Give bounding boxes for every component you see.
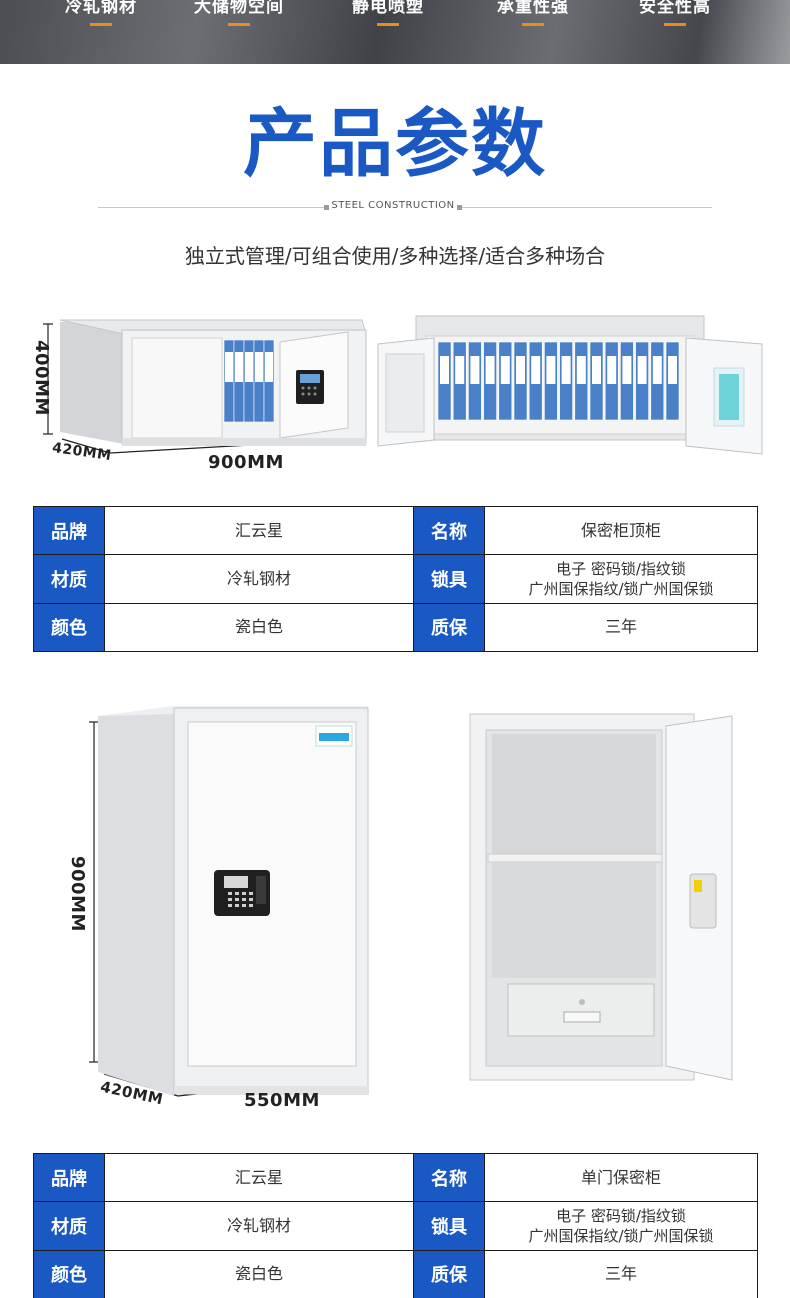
banner-item: 静电喷塑 <box>352 0 424 26</box>
material-value: 冷轧钢材 <box>104 554 414 604</box>
brand-label: 品牌 <box>33 505 105 556</box>
height-dimension: 400MM <box>31 340 52 416</box>
binder-label <box>622 356 632 384</box>
color-label: 颜色 <box>33 602 105 653</box>
lock-line: 广州国保指纹/锁广州国保锁 <box>528 579 714 598</box>
binder-label <box>485 356 495 384</box>
divider <box>98 207 324 208</box>
spec-table-single-door-cabinet: 品牌 汇云星 名称 单门保密柜 材质 冷轧钢材 锁具 电子 密码锁/指纹锁 广州… <box>33 1152 758 1298</box>
material-value: 冷轧钢材 <box>104 1201 414 1251</box>
slogan: 独立式管理/可组合使用/多种选择/适合多种场合 <box>184 244 606 268</box>
banner-item: 承重性强 <box>497 0 569 26</box>
divider-dot <box>324 205 329 210</box>
lock-label: 锁具 <box>413 554 485 604</box>
material-label: 材质 <box>33 554 105 604</box>
name-label: 名称 <box>413 505 485 556</box>
binder-label <box>531 356 541 384</box>
warranty-value: 三年 <box>484 1249 758 1298</box>
binder-label <box>652 356 662 384</box>
binder-label <box>500 356 510 384</box>
banner-item: 大储物空间 <box>194 0 284 26</box>
lock-line: 广州国保指纹/锁广州国保锁 <box>528 1226 714 1245</box>
color-value: 瓷白色 <box>104 1249 414 1298</box>
binder-label <box>470 356 480 384</box>
color-value: 瓷白色 <box>104 602 414 653</box>
name-value: 单门保密柜 <box>484 1152 758 1203</box>
divider <box>462 207 712 208</box>
banner-item: 安全性高 <box>639 0 711 26</box>
width-dimension: 550MM <box>244 1090 320 1111</box>
spec-table-top-cabinet: 品牌 汇云星 名称 保密柜顶柜 材质 冷轧钢材 锁具 电子 密码锁/指纹锁 广州… <box>33 505 758 653</box>
name-label: 名称 <box>413 1152 485 1203</box>
lock-label: 锁具 <box>413 1201 485 1251</box>
binder-label <box>440 356 449 384</box>
table-row: 颜色 瓷白色 质保 三年 <box>33 602 758 653</box>
binder-label <box>668 356 677 384</box>
binder-label <box>607 356 617 384</box>
table-row: 材质 冷轧钢材 锁具 电子 密码锁/指纹锁 广州国保指纹/锁广州国保锁 <box>33 1201 758 1251</box>
binder-label <box>516 356 525 384</box>
divider-dot <box>457 205 462 210</box>
brand-label: 品牌 <box>33 1152 105 1203</box>
binder-label <box>576 356 586 384</box>
single-door-cabinet-open-image <box>469 713 733 1081</box>
warranty-label: 质保 <box>413 602 485 653</box>
height-dimension: 900MM <box>67 856 88 932</box>
material-label: 材质 <box>33 1201 105 1251</box>
table-row: 材质 冷轧钢材 锁具 电子 密码锁/指纹锁 广州国保指纹/锁广州国保锁 <box>33 554 758 604</box>
color-label: 颜色 <box>33 1249 105 1298</box>
banner-item: 冷轧钢材 <box>65 0 137 26</box>
name-value: 保密柜顶柜 <box>484 505 758 556</box>
top-cabinet-closed-image <box>43 319 367 454</box>
section-subtitle: STEEL CONSTRUCTION <box>331 200 455 211</box>
binder-label <box>546 356 556 384</box>
binder-label <box>455 356 465 384</box>
section-title: 产品参数 <box>243 101 547 187</box>
table-row: 颜色 瓷白色 质保 三年 <box>33 1249 758 1298</box>
lock-value: 电子 密码锁/指纹锁 广州国保指纹/锁广州国保锁 <box>484 554 758 604</box>
binder-label <box>592 356 601 384</box>
lock-line: 电子 密码锁/指纹锁 <box>556 1206 686 1225</box>
brand-value: 汇云星 <box>104 505 414 556</box>
binder-label <box>561 356 571 384</box>
brand-value: 汇云星 <box>104 1152 414 1203</box>
table-row: 品牌 汇云星 名称 保密柜顶柜 <box>33 505 758 556</box>
single-door-cabinet-closed-image <box>89 706 369 1097</box>
top-cabinet-open-image <box>377 315 763 455</box>
warranty-value: 三年 <box>484 602 758 653</box>
table-row: 品牌 汇云星 名称 单门保密柜 <box>33 1152 758 1203</box>
binder-label <box>637 356 647 384</box>
lock-line: 电子 密码锁/指纹锁 <box>556 559 686 578</box>
warranty-label: 质保 <box>413 1249 485 1298</box>
lock-value: 电子 密码锁/指纹锁 广州国保指纹/锁广州国保锁 <box>484 1201 758 1251</box>
top-banner: 冷轧钢材 大储物空间 静电喷塑 承重性强 安全性高 <box>0 0 790 64</box>
width-dimension: 900MM <box>208 452 284 473</box>
